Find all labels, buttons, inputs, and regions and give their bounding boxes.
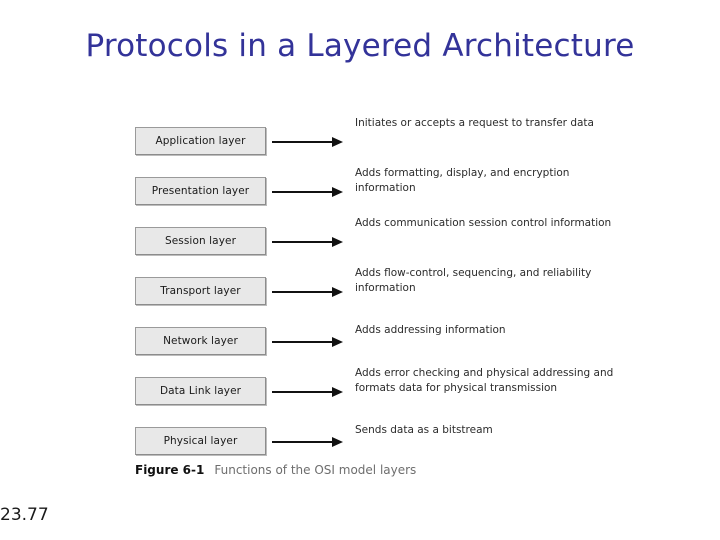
layer-row: Physical layer Sends data as a bitstream [135, 424, 605, 461]
figure-caption-number: Figure 6-1 [135, 463, 205, 477]
layer-box-session: Session layer [135, 227, 266, 255]
arrow-icon [272, 437, 344, 447]
layer-row: Network layer Adds addressing informatio… [135, 324, 605, 361]
layer-description: Adds error checking and physical address… [355, 367, 614, 394]
layer-row: Transport layer Adds flow-control, seque… [135, 267, 605, 311]
page-title: Protocols in a Layered Architecture [85, 28, 635, 64]
layer-row: Presentation layer Adds formatting, disp… [135, 167, 605, 211]
layer-box-physical: Physical layer [135, 427, 266, 455]
layer-row: Session layer Adds communication session… [135, 217, 611, 261]
layer-description: Sends data as a bitstream [355, 424, 493, 436]
arrow-icon [272, 337, 344, 347]
layer-description: Initiates or accepts a request to transf… [355, 117, 594, 129]
arrow-icon [272, 187, 344, 197]
figure-caption-text: Functions of the OSI model layers [214, 463, 417, 477]
layer-box-label: Network layer [163, 335, 238, 347]
layer-box-label: Transport layer [160, 285, 241, 297]
layer-box-application: Application layer [135, 127, 266, 155]
arrow-icon [272, 237, 344, 247]
figure-caption: Figure 6-1 Functions of the OSI model lay… [135, 463, 416, 477]
layer-box-label: Application layer [155, 135, 246, 147]
layer-row: Data Link layer Adds error checking and … [135, 367, 613, 411]
layer-description: Adds flow-control, sequencing, and relia… [355, 267, 592, 294]
layer-row: Application layer Initiates or accepts a… [135, 117, 605, 161]
slide-number: 23.77 [0, 505, 49, 525]
layer-box-label: Physical layer [163, 435, 238, 447]
layer-box-label: Session layer [164, 235, 237, 247]
layer-description: Adds formatting, display, and encryption… [355, 167, 570, 194]
layer-box-presentation: Presentation layer [135, 177, 266, 205]
layer-description: Adds communication session control infor… [355, 217, 612, 229]
layer-box-label: Presentation layer [151, 185, 250, 197]
layer-box-transport: Transport layer [135, 277, 266, 305]
arrow-icon [272, 137, 344, 147]
layer-description: Adds addressing information [355, 324, 506, 336]
arrow-icon [272, 387, 344, 397]
layer-box-network: Network layer [135, 327, 266, 355]
layer-box-label: Data Link layer [159, 385, 242, 397]
osi-layers-figure: Application layer Initiates or accepts a… [135, 117, 613, 480]
layer-box-data-link: Data Link layer [135, 377, 266, 405]
arrow-icon [272, 287, 344, 297]
